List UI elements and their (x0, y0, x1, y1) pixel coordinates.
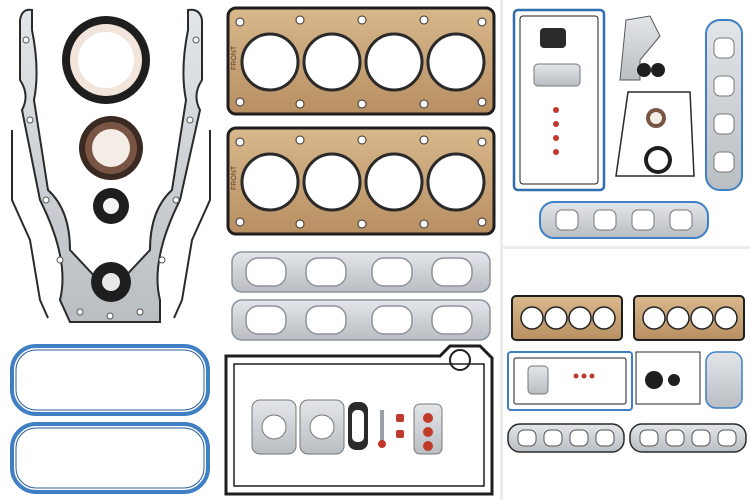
valve-cover-gasket-upper (10, 344, 210, 416)
crank-seal-brown (79, 116, 143, 180)
head-gasket-stamp-upper: FRONT (231, 45, 238, 70)
cam-seal-small (93, 188, 129, 224)
oil-pan-gasket (224, 344, 494, 496)
o-ring-set (378, 403, 443, 455)
timing-cover-gasket (11, 8, 211, 323)
head-gasket-upper: FRONT (226, 6, 496, 116)
exhaust-gasket-lower (231, 299, 491, 341)
divider-vertical (500, 0, 503, 500)
divider-horizontal (503, 246, 750, 249)
thermostat-gasket (348, 402, 368, 450)
rear-seal-small (91, 262, 131, 302)
head-gasket-stamp-lower: FRONT (231, 165, 238, 190)
valve-cover-gasket-lower (10, 422, 210, 494)
intake-port-gaskets (251, 399, 345, 455)
exhaust-gasket-upper (231, 251, 491, 293)
inset-bottom-right (507, 295, 747, 453)
head-gasket-lower: FRONT (226, 126, 496, 236)
crank-seal-large (62, 16, 150, 104)
inset-top-right (512, 8, 743, 239)
